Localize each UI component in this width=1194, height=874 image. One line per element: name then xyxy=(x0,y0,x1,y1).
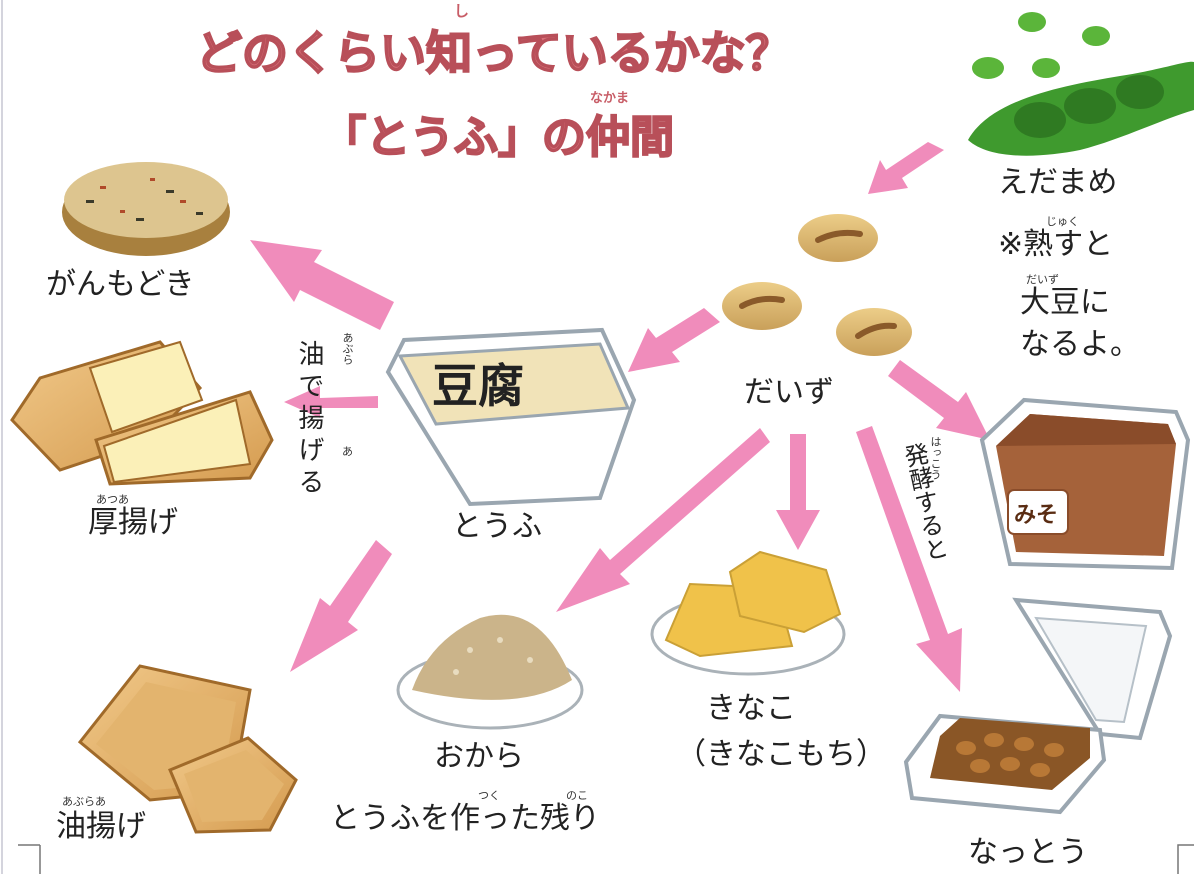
arrow-tofu-to-atsuage xyxy=(284,386,378,418)
ruby-tsuku: つく xyxy=(478,789,500,802)
label-atsuage: 厚揚げ xyxy=(88,505,178,540)
ruby-noko: のこ xyxy=(566,789,588,802)
edamame-illustration xyxy=(968,12,1194,156)
label-kinako: きなこ xyxy=(706,691,796,726)
label-tofu: とうふ xyxy=(452,509,542,544)
arrow-daizu-to-kinako xyxy=(776,434,820,550)
arrow-tofu-to-ganmodoki xyxy=(250,240,394,330)
miso-illustration: みそ xyxy=(979,397,1191,571)
ruby-atsuage: あつあ xyxy=(96,493,129,506)
edge-label-fry: 油で揚げる xyxy=(294,340,324,500)
tofu-box-text: 豆腐 xyxy=(432,359,524,413)
arrow-daizu-to-miso xyxy=(888,360,990,440)
corner-mark-right xyxy=(1177,844,1194,874)
aburaage-illustration xyxy=(77,664,298,834)
title-line-2: 「とうふ」の仲間 xyxy=(321,112,675,163)
miso-label-text: みそ xyxy=(1014,503,1058,528)
arrow-daizu-to-okara xyxy=(556,428,770,612)
ruby-daizu: だいず xyxy=(1026,273,1059,286)
ruby-aburaage: あぶらあ xyxy=(62,795,106,808)
label-okara-note: とうふを作った残り xyxy=(330,801,600,836)
arrow-daizu-to-tofu xyxy=(628,308,720,372)
kinako-illustration xyxy=(650,550,846,676)
label-aburaage: 油揚げ xyxy=(56,809,146,844)
ruby-a: あ xyxy=(342,445,353,458)
ruby-hakkou: はっこう xyxy=(929,436,942,480)
natto-illustration xyxy=(903,597,1173,815)
ruby-juku: じゅく xyxy=(1046,215,1079,228)
title-ruby-nakama: なかま xyxy=(590,91,630,106)
ganmodoki-illustration xyxy=(62,162,230,256)
label-daizu: だいず xyxy=(744,375,834,410)
tofu-illustration: 豆腐 xyxy=(385,327,637,507)
corner-mark-left xyxy=(18,844,41,874)
ruby-abura: あぶら xyxy=(341,332,354,365)
arrows xyxy=(250,142,990,692)
label-natto: なっとう xyxy=(968,835,1088,870)
label-okara: おから xyxy=(434,739,524,774)
label-edamame: えだまめ xyxy=(998,165,1118,200)
note-line-1: ※熟すと xyxy=(998,227,1114,262)
soybeans-illustration xyxy=(722,214,912,356)
okara-illustration xyxy=(396,614,584,730)
arrow-tofu-to-aburaage xyxy=(290,540,392,672)
note-line-3: なるよ。 xyxy=(1020,327,1140,362)
title-line-1: どのくらい知っているかな？ xyxy=(195,26,793,80)
atsuage-illustration xyxy=(10,340,274,486)
label-ganmodoki: がんもどき xyxy=(46,267,195,302)
label-kinako-note: （きなこもち） xyxy=(676,737,886,772)
title-ruby-shi: し xyxy=(454,2,470,20)
note-line-2: 大豆に xyxy=(1020,285,1110,320)
arrow-edamame-to-daizu xyxy=(868,142,944,194)
arrow-daizu-to-natto xyxy=(856,426,962,692)
